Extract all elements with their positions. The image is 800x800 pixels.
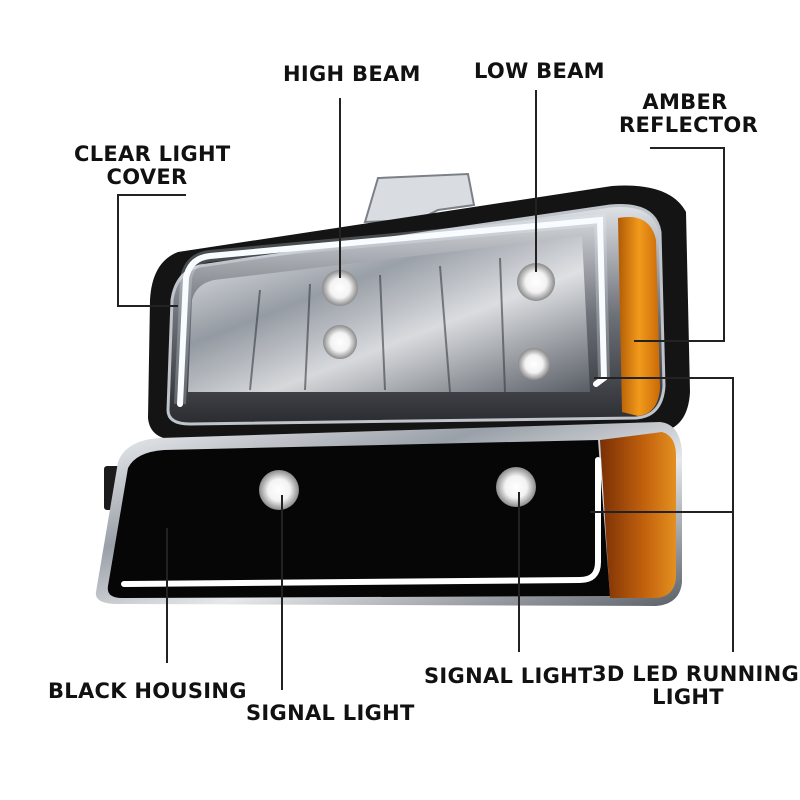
label-led-running-light: 3D LED RUNNING LIGHT xyxy=(592,662,800,709)
amber-reflector xyxy=(618,216,660,416)
leader-lines xyxy=(117,90,734,690)
label-signal-light-right: SIGNAL LIGHT xyxy=(424,664,593,688)
black-housing xyxy=(107,440,611,598)
label-amber-reflector-line1: AMBER xyxy=(642,90,728,114)
led-light-guide-lower xyxy=(121,457,601,587)
label-clear-light-cover-line2: COVER xyxy=(106,165,188,189)
label-led-running-light-line1: 3D LED RUNNING xyxy=(592,662,800,686)
inner-bulb xyxy=(323,325,357,359)
label-signal-light-left: SIGNAL LIGHT xyxy=(246,701,415,725)
signal-bulb-right xyxy=(496,467,536,507)
label-amber-reflector-line2: REFLECTOR xyxy=(619,113,759,137)
low-beam-bulb xyxy=(517,263,555,301)
label-low-beam: LOW BEAM xyxy=(474,59,605,83)
leader-led-running-light xyxy=(594,377,734,652)
label-high-beam: HIGH BEAM xyxy=(283,62,421,86)
high-beam-bulb xyxy=(322,270,358,306)
leader-amber-reflector xyxy=(634,147,725,342)
signal-lower-unit xyxy=(95,422,683,606)
label-clear-light-cover-line1: CLEAR LIGHT xyxy=(74,142,231,166)
leader-clear-light-cover xyxy=(117,194,186,307)
low-beam-bulb-lower xyxy=(518,348,550,380)
label-amber-reflector: AMBER REFLECTOR xyxy=(619,90,759,137)
label-clear-light-cover: CLEAR LIGHT COVER xyxy=(74,142,231,189)
led-light-guide-upper xyxy=(177,216,608,407)
amber-side-lens xyxy=(600,432,676,598)
label-black-housing: BLACK HOUSING xyxy=(48,679,247,703)
chrome-reflector xyxy=(188,236,590,392)
label-led-running-light-line2: LIGHT xyxy=(652,685,724,709)
signal-bulb-left xyxy=(259,470,299,510)
headlight-upper-unit xyxy=(148,172,690,440)
